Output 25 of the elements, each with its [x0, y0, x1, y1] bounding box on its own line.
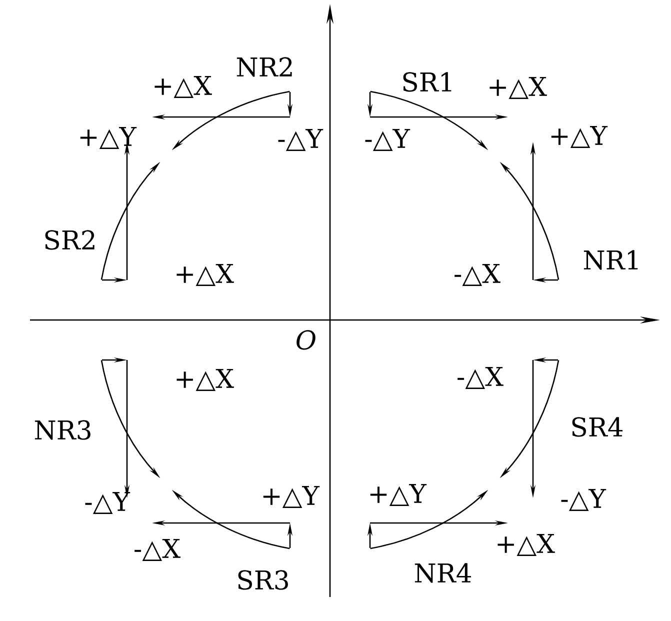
- direction-label: -△X: [134, 538, 180, 562]
- origin-label: O: [296, 330, 316, 350]
- direction-label: +△X: [176, 368, 234, 392]
- direction-label: -△Y: [365, 128, 410, 152]
- arc-label: NR3: [34, 420, 90, 440]
- direction-label: -△X: [458, 366, 504, 390]
- direction-label: -△Y: [561, 488, 606, 512]
- direction-label: -△X: [454, 264, 500, 286]
- arc-label: NR1: [584, 250, 638, 270]
- direction-label: -△Y: [85, 492, 130, 514]
- arc-label: SR3: [238, 570, 288, 590]
- arc-label: SR4: [572, 417, 623, 437]
- direction-label: +△X: [490, 76, 547, 100]
- direction-label: +△Y: [263, 486, 320, 508]
- direction-label: -△Y: [278, 128, 324, 152]
- direction-label: +△X: [176, 264, 234, 286]
- arc-label: SR1: [403, 72, 452, 92]
- direction-label: +△Y: [370, 484, 427, 506]
- direction-label: +△Y: [80, 126, 137, 150]
- arc-label: NR2: [236, 57, 292, 77]
- direction-label: +△Y: [551, 126, 608, 148]
- direction-label: +△X: [498, 534, 555, 556]
- direction-label: +△X: [154, 76, 212, 98]
- arc-label: NR4: [414, 563, 472, 583]
- arc-label: SR2: [45, 230, 94, 250]
